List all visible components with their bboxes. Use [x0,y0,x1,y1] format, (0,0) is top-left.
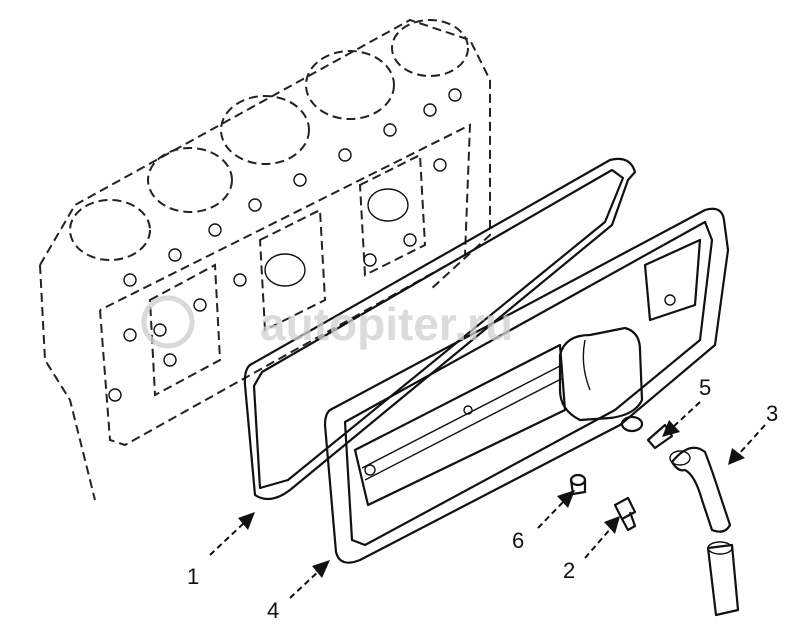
callout-5: 5 [699,375,711,400]
breather-hose-part-3 [669,446,740,617]
callout-4: 4 [267,598,279,623]
callout-3: 3 [766,401,778,426]
bolt-part-2 [613,496,637,532]
callout-2: 2 [563,558,575,583]
watermark: autopiter.ru [141,295,513,350]
callout-labels: 1 2 3 4 5 6 [187,375,778,623]
plug-part-6 [569,473,587,496]
side-cover-part-4 [323,207,730,564]
callout-6: 6 [512,528,524,553]
gasket-part-1 [243,157,637,501]
callout-1: 1 [187,564,199,589]
leaders [209,401,766,599]
watermark-text: autopiter.ru [260,298,513,350]
engine-block-outline [39,18,491,501]
breather-fitting-part-5 [646,423,674,450]
